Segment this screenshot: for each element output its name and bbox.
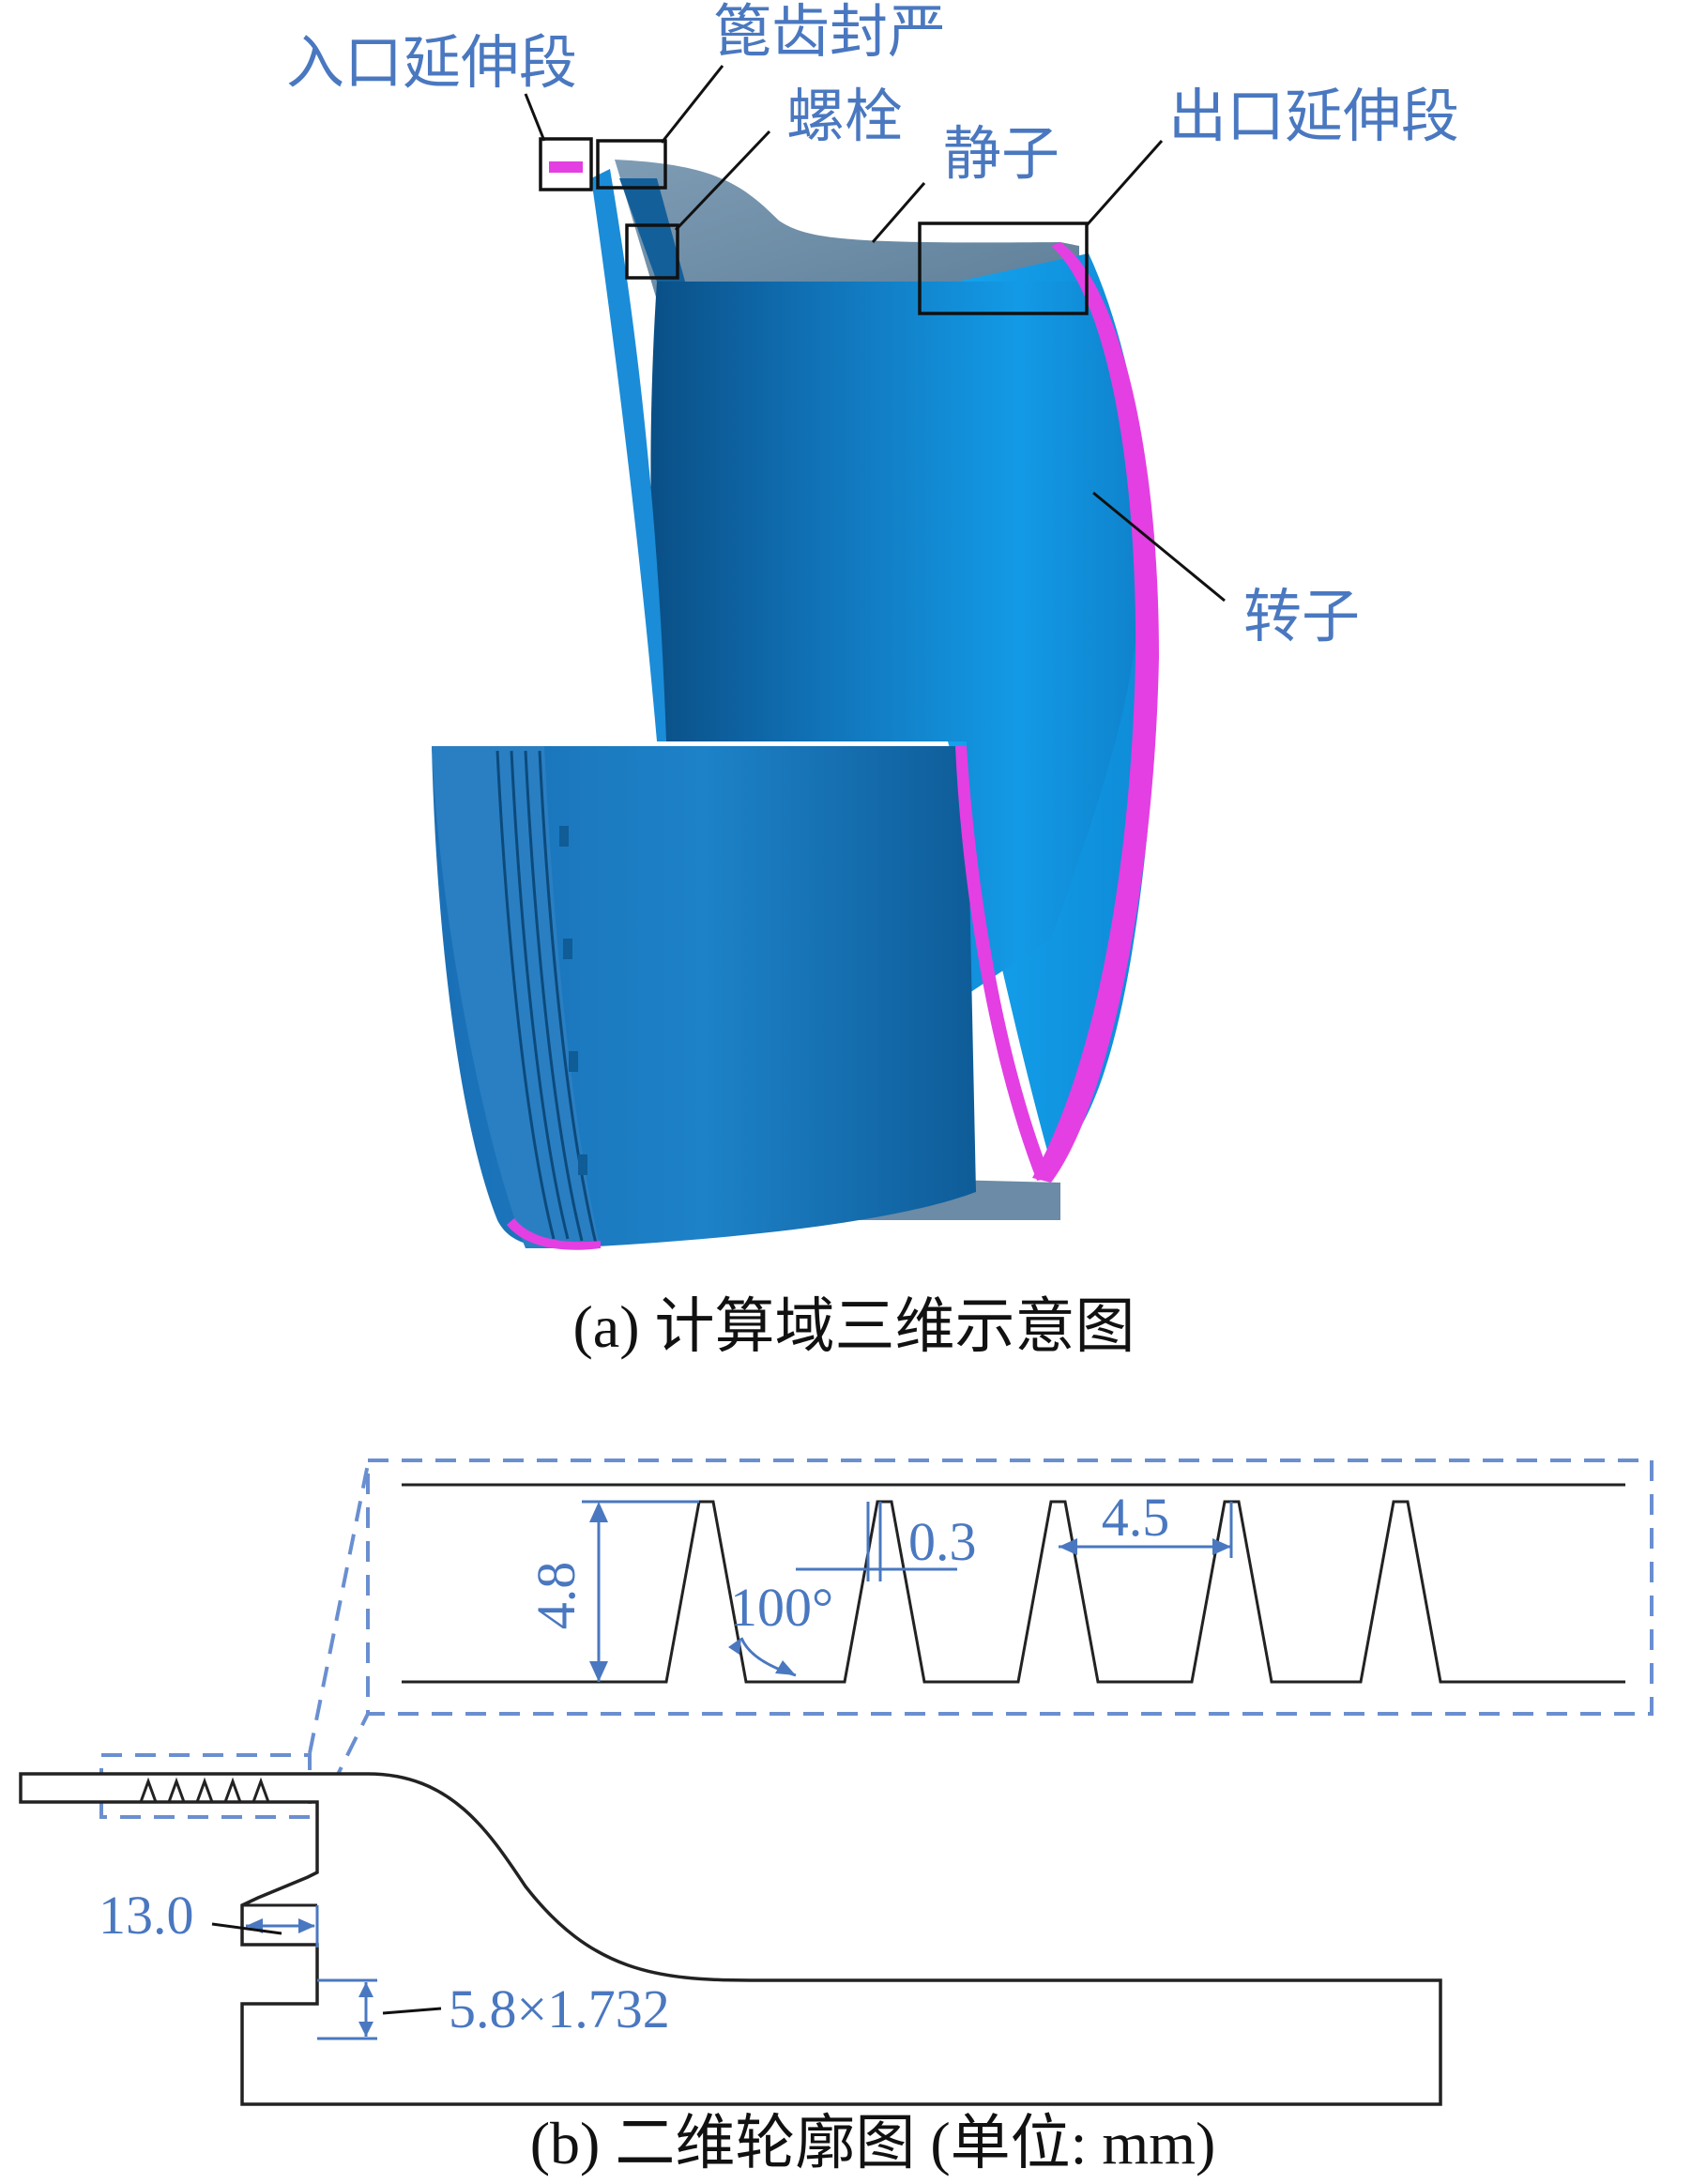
seal-ring-strip bbox=[619, 178, 685, 282]
dim-tip-width: 0.3 bbox=[908, 1511, 977, 1572]
bolt-pads bbox=[559, 826, 587, 1175]
rotor-label: 转子 bbox=[1243, 582, 1360, 650]
stator-leader bbox=[871, 182, 926, 243]
part-b-2d-profile: 4.8 0.3 4.5 100° 13.0 bbox=[19, 1459, 1654, 2176]
profile-outline bbox=[19, 1772, 1442, 2106]
inlet-extension-leader bbox=[524, 93, 546, 142]
inner-magenta-edge bbox=[955, 746, 1051, 1181]
inlet-extension-label: 入口延伸段 bbox=[286, 28, 577, 97]
outlet-magenta-edge bbox=[1032, 242, 1159, 1183]
dim-13-leader bbox=[211, 1922, 282, 1935]
bolt-box bbox=[625, 223, 679, 280]
dim-58-arrows bbox=[358, 1982, 373, 2037]
dim-13-arrows bbox=[246, 1918, 315, 1933]
dim-tooth-angle: 100° bbox=[730, 1577, 833, 1638]
dim-58-leader bbox=[382, 2007, 442, 2015]
outlet-extension-label: 出口延伸段 bbox=[1168, 82, 1459, 150]
zoom-expansion-line-top bbox=[308, 1463, 370, 1754]
stator-body bbox=[615, 160, 1079, 300]
part-a-3d-view: 入口延伸段 篦齿封严 螺栓 静子 出口延伸段 转子 (a) 计算域三维示意图 bbox=[286, 0, 1459, 1360]
seal-grooves bbox=[495, 750, 598, 1245]
rotor-cylinder bbox=[650, 282, 1141, 995]
outlet-extension-leader bbox=[1085, 140, 1164, 226]
dim-height-arrows bbox=[589, 1502, 608, 1682]
inlet-extension-box bbox=[539, 137, 593, 191]
dim-tooth-pitch: 4.5 bbox=[1102, 1487, 1170, 1548]
bolt-leader bbox=[674, 130, 771, 232]
caption-b: (b) 二维轮廓图 (单位: mm) bbox=[530, 2110, 1216, 2176]
dim-bolt-width: 5.8×1.732 bbox=[449, 1978, 670, 2039]
zoom-inset-frame bbox=[366, 1459, 1654, 1716]
labyrinth-seal-leader bbox=[660, 65, 724, 144]
dim-angle-arrows bbox=[728, 1638, 796, 1675]
dim-bolt-height: 13.0 bbox=[99, 1885, 194, 1946]
dim-pitch-arrows bbox=[1059, 1538, 1231, 1555]
caption-a: (a) 计算域三维示意图 bbox=[572, 1293, 1135, 1360]
stator-label: 静子 bbox=[943, 119, 1059, 188]
upper-sleeve bbox=[591, 169, 666, 741]
labyrinth-seal-box bbox=[596, 139, 667, 190]
labyrinth-seal-label: 篦齿封严 bbox=[713, 0, 946, 66]
inlet-magenta-bottom bbox=[507, 1218, 601, 1250]
inset-tooth-profile bbox=[402, 1500, 1625, 1684]
profile-teeth bbox=[139, 1777, 270, 1803]
bolt-label: 螺栓 bbox=[786, 82, 903, 150]
outlet-extension-box bbox=[918, 221, 1089, 315]
dim-tooth-height: 4.8 bbox=[526, 1562, 587, 1630]
rotor-leader bbox=[1092, 491, 1226, 603]
inlet-magenta-top bbox=[549, 161, 583, 173]
